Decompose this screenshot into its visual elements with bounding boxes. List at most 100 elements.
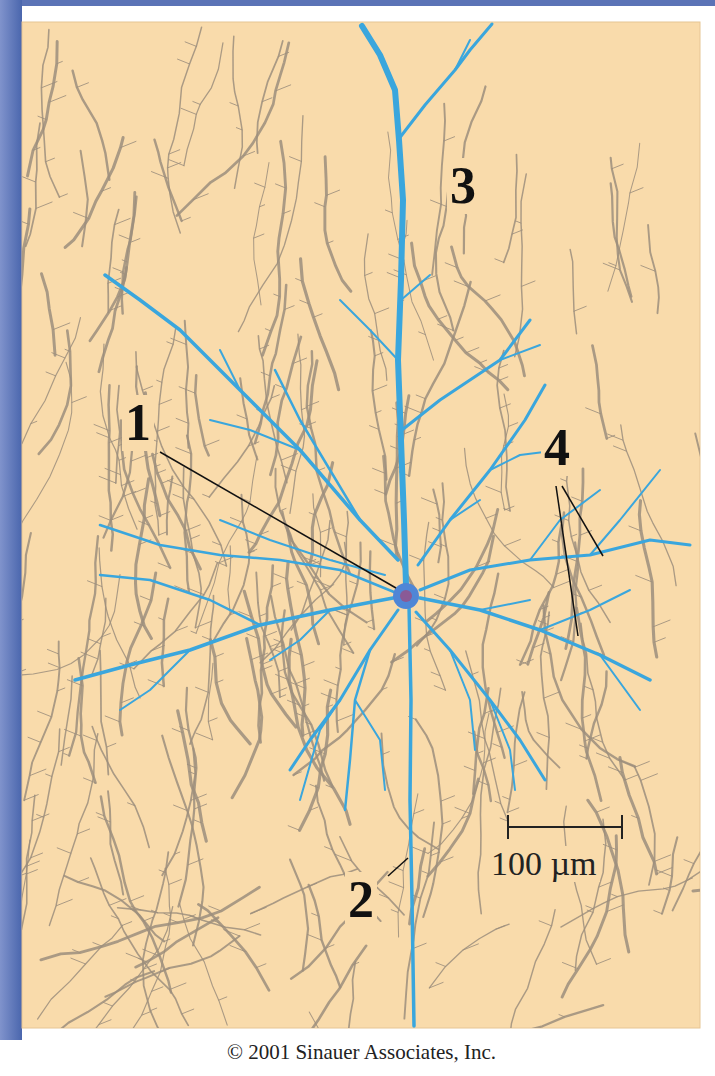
background-fiber xyxy=(444,137,455,141)
background-fiber xyxy=(307,402,319,407)
background-fiber xyxy=(169,879,182,884)
background-fiber xyxy=(313,494,321,577)
axon xyxy=(409,605,414,1026)
background-fiber xyxy=(22,619,23,622)
scale-bar-line xyxy=(508,826,622,828)
background-fiber xyxy=(159,532,166,535)
background-fiber xyxy=(224,930,240,936)
background-fiber xyxy=(452,247,525,376)
background-fiber xyxy=(507,808,518,813)
background-fiber xyxy=(603,263,620,270)
background-fiber xyxy=(468,732,484,738)
background-fiber xyxy=(24,641,59,800)
background-fiber xyxy=(72,397,87,403)
background-fiber xyxy=(654,638,665,643)
background-fiber xyxy=(30,769,46,776)
background-fiber xyxy=(254,162,269,304)
dendrite-branch xyxy=(220,350,240,390)
background-fiber xyxy=(695,433,700,536)
pyramidal-neuron xyxy=(75,24,690,1026)
background-fiber xyxy=(574,306,586,311)
background-fiber xyxy=(99,516,111,521)
background-fiber xyxy=(22,533,31,708)
background-fiber xyxy=(271,688,286,694)
background-fiber xyxy=(416,719,443,917)
background-fiber xyxy=(118,908,261,935)
dendrite-branch xyxy=(355,700,385,790)
dendrite-branch xyxy=(600,655,640,710)
basal-dendrite xyxy=(418,385,545,565)
background-fiber xyxy=(195,375,208,455)
basal-dendrite xyxy=(420,540,690,590)
background-fiber xyxy=(365,273,372,276)
top-frame xyxy=(0,0,715,6)
background-fiber xyxy=(24,795,38,801)
background-fiber xyxy=(260,614,266,617)
background-fiber xyxy=(521,281,535,286)
background-fiber xyxy=(508,423,517,427)
background-fiber xyxy=(335,610,347,615)
background-fiber xyxy=(122,922,131,926)
background-fiber xyxy=(516,221,521,223)
background-fiber xyxy=(309,885,340,987)
apical-dendrite xyxy=(362,26,406,585)
background-fiber xyxy=(187,764,196,768)
background-fiber xyxy=(22,729,60,900)
background-fiber xyxy=(77,83,89,88)
background-fiber xyxy=(136,352,227,566)
background-fiber xyxy=(412,243,508,390)
background-fiber xyxy=(571,534,577,536)
background-fiber xyxy=(350,581,358,584)
basal-dendrite xyxy=(290,610,398,770)
background-fiber xyxy=(255,183,265,187)
basal-dendrite xyxy=(100,525,394,592)
background-fiber xyxy=(100,651,108,775)
background-fiber xyxy=(257,41,283,153)
background-fiber xyxy=(383,456,415,590)
background-fiber xyxy=(581,623,625,780)
background-fiber xyxy=(244,924,259,930)
background-fiber xyxy=(142,386,152,390)
basal-dendrite xyxy=(105,275,398,560)
background-fiber xyxy=(191,631,196,633)
background-fiber xyxy=(38,925,123,1019)
callout-number: 2 xyxy=(345,872,377,928)
background-fiber xyxy=(608,434,623,440)
background-fiber xyxy=(262,660,273,664)
background-fiber xyxy=(484,758,496,763)
background-fiber xyxy=(41,82,57,88)
background-fiber xyxy=(572,497,583,501)
background-fiber xyxy=(22,362,72,534)
background-fiber xyxy=(28,737,41,742)
background-fiber xyxy=(570,249,576,333)
background-fiber xyxy=(592,346,606,439)
background-fiber xyxy=(325,157,351,292)
apical-twig xyxy=(500,345,540,360)
background-fiber xyxy=(188,859,203,865)
background-fiber xyxy=(176,418,188,423)
background-fiber xyxy=(296,678,309,683)
background-fiber xyxy=(23,177,36,182)
background-fiber xyxy=(47,649,58,653)
background-fiber xyxy=(208,663,213,740)
callout-number: 1 xyxy=(122,395,154,451)
background-fiber xyxy=(290,860,308,971)
background-fiber xyxy=(442,821,450,824)
background-fiber xyxy=(160,512,170,516)
background-fiber xyxy=(561,479,567,481)
background-fiber xyxy=(497,351,510,511)
background-fiber xyxy=(246,540,256,544)
background-fiber xyxy=(150,1008,156,1011)
scale-bar xyxy=(508,815,622,839)
background-fiber xyxy=(370,551,374,629)
background-fiber xyxy=(373,385,387,391)
leader-lines xyxy=(160,452,603,876)
background-fiber xyxy=(398,794,418,937)
background-fiber xyxy=(608,143,640,291)
background-fiber xyxy=(503,797,510,800)
background-fiber xyxy=(198,904,269,990)
background-fiber xyxy=(167,342,173,344)
background-fiber xyxy=(37,814,44,817)
background-fiber xyxy=(324,680,338,686)
